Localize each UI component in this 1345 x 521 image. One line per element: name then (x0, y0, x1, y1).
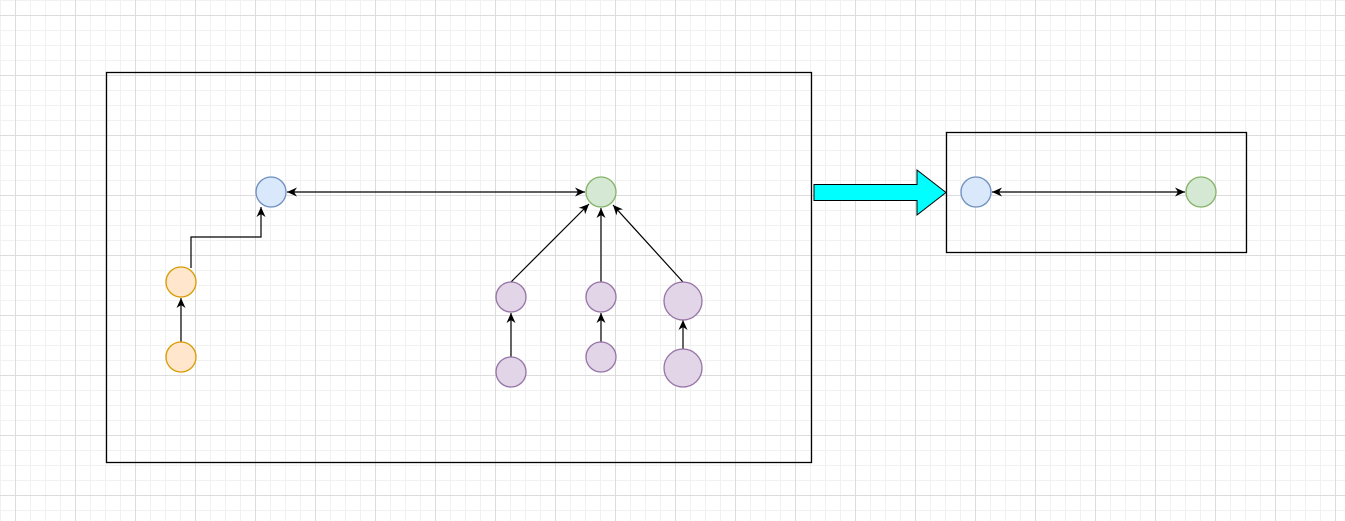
edge-orange-upper-to-blue[interactable] (190, 207, 266, 268)
orange-lower-node[interactable] (165, 341, 197, 373)
purple-middle-lower-node[interactable] (585, 341, 617, 373)
after-green-node[interactable] (1185, 176, 1217, 208)
before-green-node[interactable] (585, 176, 617, 208)
purple-middle-upper-node[interactable] (585, 281, 617, 313)
edge-purple-left-to-green[interactable] (510, 203, 590, 283)
orange-upper-node[interactable] (165, 266, 197, 298)
edge-purple-right-to-green[interactable] (612, 204, 684, 283)
after-blue-node[interactable] (960, 176, 992, 208)
purple-right-lower-node[interactable] (663, 348, 703, 388)
before-container[interactable] (105, 71, 813, 464)
purple-right-upper-node[interactable] (663, 281, 703, 321)
purple-left-lower-node[interactable] (495, 356, 527, 388)
purple-left-upper-node[interactable] (495, 281, 527, 313)
before-blue-node[interactable] (255, 176, 287, 208)
transform-arrow[interactable] (813, 168, 947, 217)
